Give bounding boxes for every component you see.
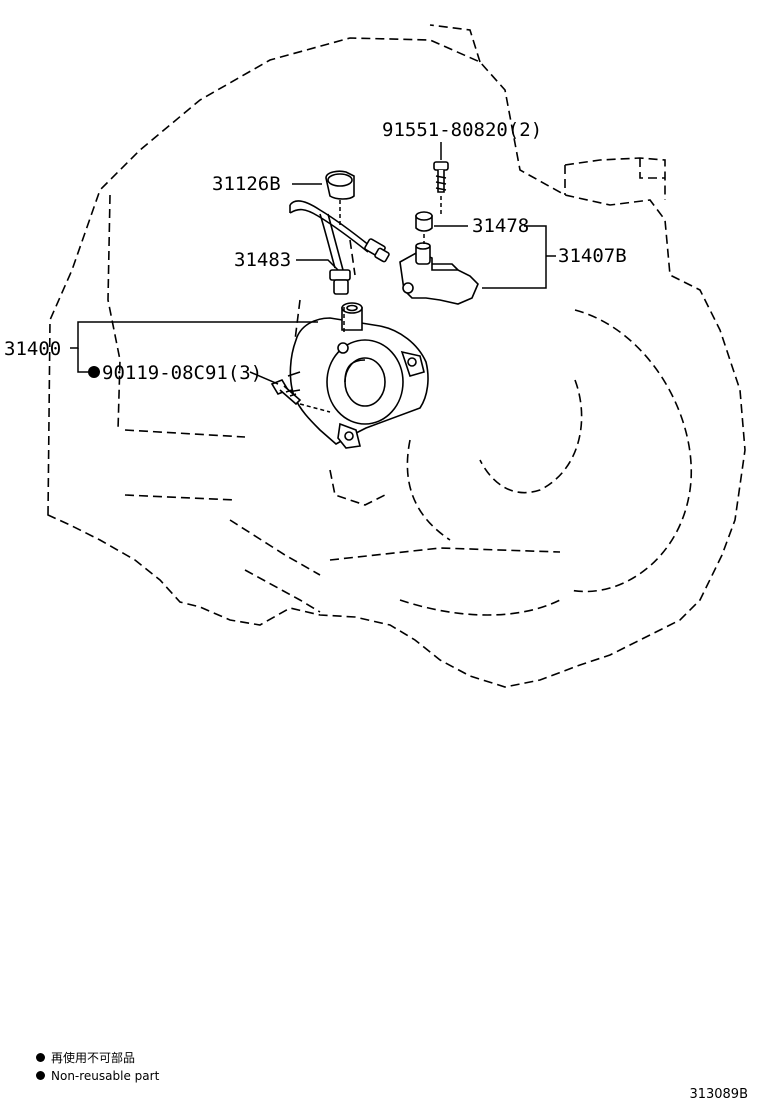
leader-lines	[70, 142, 556, 413]
legend-text-ja: 再使用不可部品	[51, 1051, 136, 1065]
callout-bolt-lower: 90119-08C91(3)	[88, 362, 262, 384]
callout-bracket-assy: 31407B	[558, 245, 627, 267]
bracket-assy-part	[399, 242, 479, 305]
legend-non-reusable-ja: 再使用不可部品	[36, 1050, 135, 1066]
callout-grommet: 31126B	[212, 173, 281, 195]
plug-part	[415, 211, 433, 232]
leader-release-cylinder	[70, 321, 318, 349]
bullet-icon	[36, 1053, 45, 1062]
tube-part	[289, 200, 390, 295]
transmission-housing-outline	[47, 24, 746, 688]
lower-bolt-part	[270, 379, 302, 406]
leader-bolt-lower	[249, 371, 279, 385]
legend-text-en: Non-reusable part	[51, 1069, 160, 1083]
leader-bracket-assy	[482, 225, 547, 289]
legend-non-reusable-en: Non-reusable part	[36, 1068, 159, 1084]
upper-bolt-part	[433, 161, 449, 193]
release-cylinder-part	[287, 302, 429, 449]
bullet-icon	[36, 1071, 45, 1080]
non-reusable-marker-icon	[88, 365, 100, 378]
callout-release-cylinder: 31400	[4, 338, 62, 360]
callout-tube: 31483	[234, 249, 292, 271]
callout-bolt-lower-text: 90119-08C91(3)	[102, 362, 263, 384]
grommet-part	[325, 170, 355, 200]
callout-bolt-upper: 91551-80820(2)	[382, 119, 543, 141]
leader-tube	[296, 259, 339, 271]
diagram-id: 313089B	[689, 1087, 748, 1102]
callout-plug: 31478	[472, 215, 530, 237]
